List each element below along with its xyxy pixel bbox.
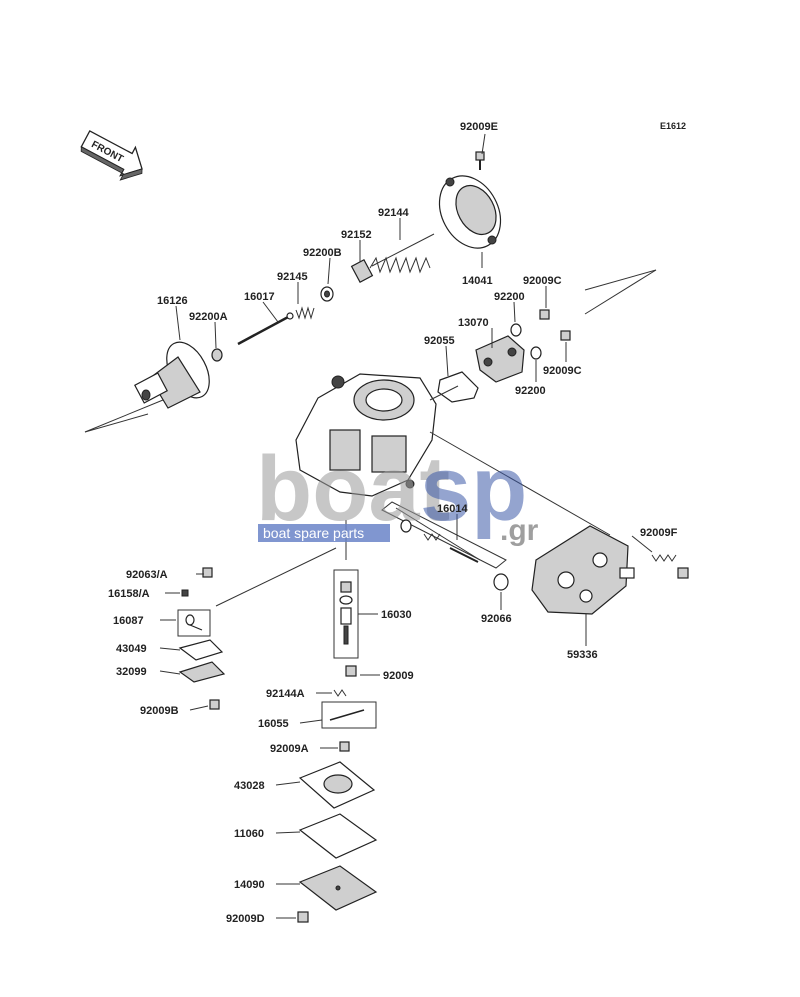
part-92200-washer-bottom (530, 346, 542, 360)
label-13070: 13070 (458, 317, 489, 329)
part-92066-plug (493, 573, 509, 591)
part-92145-spring (295, 306, 315, 320)
label-92144: 92144 (378, 207, 409, 219)
label-92009D: 92009D (226, 913, 265, 925)
carburetor-body (295, 373, 437, 497)
label-92145: 92145 (277, 271, 308, 283)
label-92009B: 92009B (140, 705, 179, 717)
part-92009F-screw (651, 554, 689, 579)
part-92063A-screw (202, 567, 213, 578)
part-43049-gasket (178, 639, 224, 661)
part-92009C-screw-top (539, 309, 550, 320)
part-13070-bracket (475, 335, 525, 383)
label-16055: 16055 (258, 718, 289, 730)
part-92144A-spring (333, 689, 347, 697)
watermark-part1: boat (256, 438, 450, 540)
label-43049: 43049 (116, 643, 147, 655)
part-14090-cover (298, 865, 378, 911)
part-32099-cover (178, 661, 226, 683)
part-16158A-screw (181, 589, 189, 597)
part-59336-pump-body (531, 525, 635, 615)
part-16014-adjuster (381, 501, 507, 569)
watermark: boat sp boat spare parts .gr (256, 438, 539, 547)
label-92200-top: 92200 (494, 291, 525, 303)
label-11060: 11060 (234, 828, 264, 840)
label-59336: 59336 (567, 649, 598, 661)
label-92066: 92066 (481, 613, 512, 625)
part-92009A-screw (339, 741, 350, 752)
label-92152: 92152 (341, 229, 372, 241)
label-14041: 14041 (462, 275, 493, 287)
label-16126: 16126 (157, 295, 188, 307)
watermark-suffix: .gr (500, 514, 539, 547)
label-92009A: 92009A (270, 743, 309, 755)
front-arrow-icon: FRONT (80, 130, 143, 181)
label-16158A: 16158/A (108, 588, 150, 600)
part-92055-gasket (437, 371, 479, 403)
label-92200A: 92200A (189, 311, 228, 323)
part-16126-housing (134, 341, 210, 409)
part-11060-gasket (298, 813, 378, 859)
part-92009E-screw (475, 151, 485, 170)
label-14090: 14090 (234, 879, 265, 891)
label-92200-bottom: 92200 (515, 385, 546, 397)
label-43028: 43028 (234, 780, 265, 792)
part-16017-rod (237, 314, 291, 346)
watermark-part2: sp (420, 438, 527, 540)
label-92200B: 92200B (303, 247, 342, 259)
label-92009C-bottom: 92009C (543, 365, 582, 377)
part-14041-cover (438, 175, 502, 249)
label-92009C-top: 92009C (523, 275, 562, 287)
label-16014: 16014 (437, 503, 468, 515)
diagram-code: E1612 (660, 121, 686, 131)
label-92009: 92009 (383, 670, 414, 682)
part-92009B-screw (209, 699, 220, 710)
label-92055: 92055 (424, 335, 455, 347)
label-92144A: 92144A (266, 688, 305, 700)
label-16087: 16087 (113, 615, 144, 627)
label-16017: 16017 (244, 291, 275, 303)
part-92200-washer-top (510, 323, 522, 337)
part-92009-screw (345, 665, 357, 677)
label-32099: 32099 (116, 666, 147, 678)
label-92009F: 92009F (640, 527, 678, 539)
label-92063A: 92063/A (126, 569, 168, 581)
label-92009E: 92009E (460, 121, 498, 133)
watermark-tagline: boat spare parts (263, 525, 364, 541)
part-92144-spring (369, 233, 435, 274)
part-92009C-screw-bottom (560, 330, 571, 341)
part-92200A-washer (211, 348, 223, 362)
part-16087-screen (177, 609, 211, 637)
part-16030-needle-valve (333, 569, 359, 659)
part-16055-valve (321, 701, 377, 729)
part-43028-diaphragm (298, 761, 376, 809)
part-92152-nut (350, 258, 374, 284)
part-92009D-screw (297, 911, 309, 923)
label-16030: 16030 (381, 609, 412, 621)
